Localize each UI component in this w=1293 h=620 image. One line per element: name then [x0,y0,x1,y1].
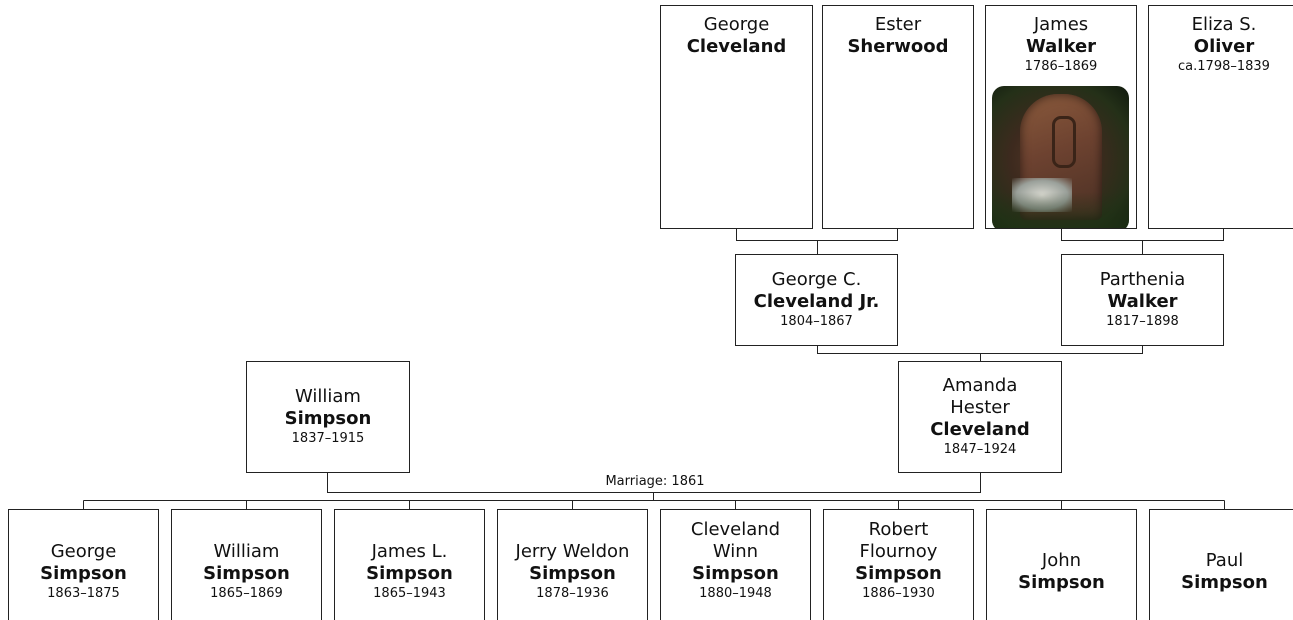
life-dates: 1878–1936 [536,586,609,601]
surname: Simpson [1181,572,1268,593]
given-name: James L. [371,541,448,562]
person-card-child-william-simpson[interactable]: William Simpson 1865–1869 [171,509,322,620]
connector-children [83,492,1225,509]
given-name: Parthenia [1099,269,1186,290]
given-name: Paul [1205,550,1244,571]
given-name: Amanda Hester [942,375,1018,418]
person-card-child-james-l-simpson[interactable]: James L. Simpson 1865–1943 [334,509,485,620]
life-dates: 1817–1898 [1106,314,1179,329]
person-card-eliza-oliver[interactable]: Eliza S. Oliver ca.1798–1839 [1148,5,1293,229]
given-name: Cleveland Winn [690,519,781,562]
surname: Simpson [284,408,372,429]
life-dates: 1786–1869 [1024,59,1098,74]
person-card-parthenia-walker[interactable]: Parthenia Walker 1817–1898 [1061,254,1224,346]
surname: Simpson [1018,572,1105,593]
given-name: Ester [874,14,922,35]
gravestone-engraving [1052,116,1076,168]
surname: Cleveland Jr. [753,291,880,312]
life-dates: 1886–1930 [862,586,935,601]
surname: Simpson [366,563,453,584]
person-card-james-walker[interactable]: James Walker 1786–1869 [985,5,1137,229]
gravestone-photo[interactable] [992,86,1129,228]
given-name: Jerry Weldon [515,541,630,562]
life-dates: 1837–1915 [291,431,365,446]
surname: Simpson [692,563,779,584]
surname: Walker [1107,291,1178,312]
surname: Walker [1025,36,1097,57]
person-card-william-simpson-father[interactable]: William Simpson 1837–1915 [246,361,410,473]
connector-amanda-parents [817,346,1143,361]
connector-walker-grandparents [1061,228,1224,254]
surname: Sherwood [847,36,949,57]
given-name: Eliza S. [1191,14,1257,35]
life-dates: 1863–1875 [47,586,120,601]
given-name: John [1041,550,1082,571]
person-card-george-cleveland[interactable]: George Cleveland [660,5,813,229]
person-card-child-george-simpson[interactable]: George Simpson 1863–1875 [8,509,159,620]
person-card-child-john-simpson[interactable]: John Simpson [986,509,1137,620]
person-card-child-paul-simpson[interactable]: Paul Simpson [1149,509,1293,620]
surname: Simpson [40,563,127,584]
person-card-child-robert-flournoy-simpson[interactable]: Robert Flournoy Simpson 1886–1930 [823,509,974,620]
surname: Oliver [1193,36,1255,57]
grass-overlay [992,192,1129,228]
given-name: George C. [771,269,862,290]
person-card-george-c-cleveland-jr[interactable]: George C. Cleveland Jr. 1804–1867 [735,254,898,346]
life-dates: 1847–1924 [943,442,1017,457]
surname: Cleveland [686,36,787,57]
life-dates: 1880–1948 [699,586,772,601]
person-card-child-cleveland-winn-simpson[interactable]: Cleveland Winn Simpson 1880–1948 [660,509,811,620]
surname: Simpson [529,563,616,584]
person-card-amanda-hester-cleveland[interactable]: Amanda Hester Cleveland 1847–1924 [898,361,1062,473]
surname: Cleveland [930,419,1030,440]
life-dates: 1865–1869 [210,586,283,601]
life-dates: ca.1798–1839 [1178,59,1270,74]
person-card-child-jerry-weldon-simpson[interactable]: Jerry Weldon Simpson 1878–1936 [497,509,648,620]
life-dates: 1804–1867 [780,314,853,329]
given-name: James [1033,14,1089,35]
person-card-ester-sherwood[interactable]: Ester Sherwood [822,5,974,229]
given-name: Robert Flournoy [859,519,938,562]
life-dates: 1865–1943 [373,586,446,601]
given-name: George [703,14,770,35]
surname: Simpson [855,563,942,584]
surname: Simpson [203,563,290,584]
given-name: William [213,541,280,562]
marriage-label: Marriage: 1861 [605,474,705,489]
given-name: George [50,541,117,562]
given-name: William [295,386,361,407]
connector-cleveland-grandparents [736,228,898,254]
